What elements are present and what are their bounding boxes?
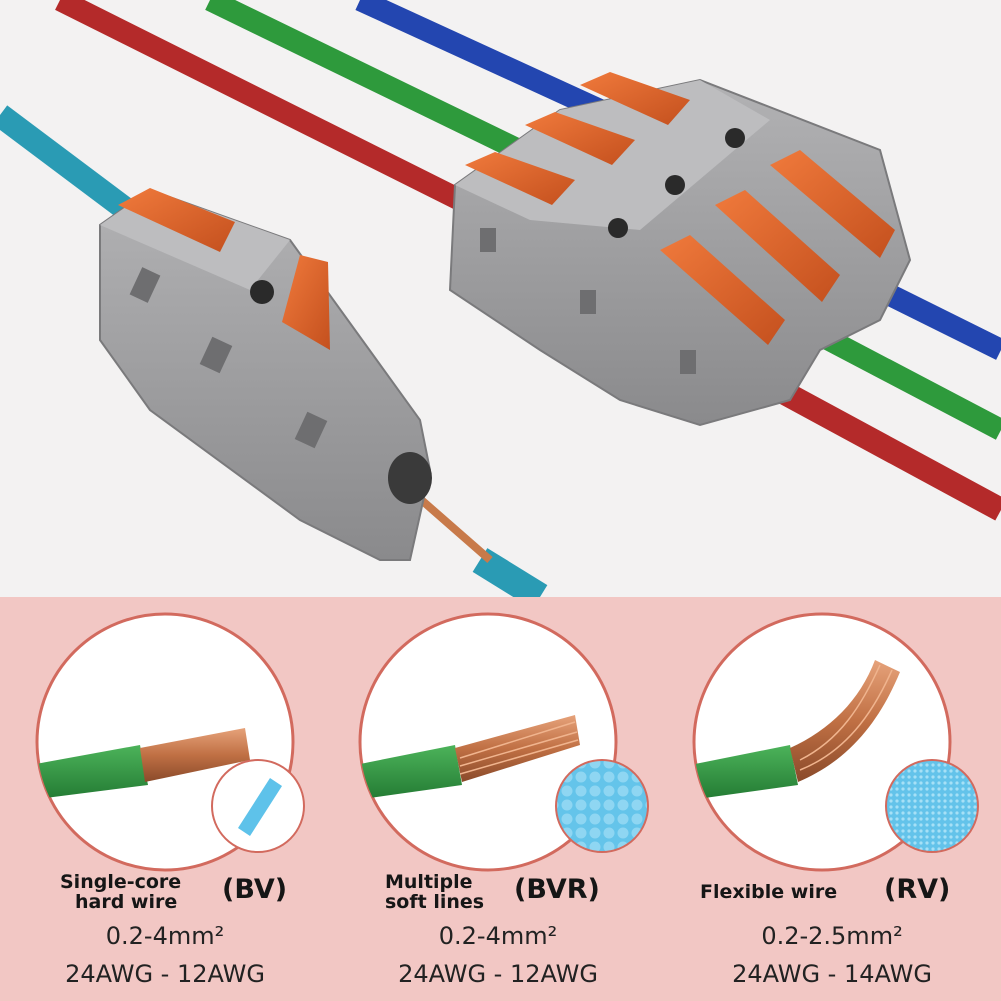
cross-section-range: 0.2-4mm² <box>438 922 558 950</box>
wire-type-label-line2: hard wire <box>75 891 178 913</box>
awg-range: 24AWG - 12AWG <box>398 960 598 988</box>
connector-body <box>99 188 432 561</box>
side-slot <box>480 228 496 252</box>
wire-type-label-line2: soft lines <box>385 891 485 913</box>
wire-sample-stranded <box>358 612 649 872</box>
solid-core-icon <box>238 778 282 836</box>
lever-flat <box>465 152 575 205</box>
lever-raised <box>770 150 895 258</box>
wire-sample-flexible <box>692 612 979 872</box>
lever-raised <box>660 235 785 345</box>
wire-type-code: (BV) <box>222 874 288 905</box>
cross-section-range: 0.2-2.5mm² <box>761 922 903 950</box>
single-connector <box>99 188 432 561</box>
green-insulation <box>37 745 148 800</box>
lever-flat <box>525 112 635 165</box>
wire-type-label-line1: Single-core <box>60 871 182 893</box>
wire-type-label-line1: Multiple <box>385 871 473 893</box>
copper-strands <box>455 715 580 782</box>
side-slot <box>294 411 328 449</box>
wire-entry-hole <box>388 452 432 504</box>
wire-type-code: (BVR) <box>514 874 600 905</box>
lever-flat <box>118 188 235 252</box>
wire-sample-solid <box>35 612 305 872</box>
wire-teal-out <box>472 548 548 609</box>
green-insulation <box>360 745 462 800</box>
side-slot <box>199 336 233 374</box>
wire-green-out <box>814 325 1001 440</box>
wire-blue <box>355 0 605 120</box>
green-insulation <box>694 745 798 800</box>
side-slot <box>580 290 596 314</box>
wire-teal <box>0 105 148 230</box>
side-slot <box>680 350 696 374</box>
copper-fan <box>790 660 900 782</box>
wire-blue-out <box>875 280 1001 360</box>
wire-type-code: (RV) <box>884 874 951 905</box>
side-slot <box>129 267 161 303</box>
wire-green <box>205 0 565 180</box>
wire-type-label-line1: Flexible wire <box>700 881 838 903</box>
cross-section-range: 0.2-4mm² <box>105 922 225 950</box>
test-hole <box>250 280 274 304</box>
test-hole <box>665 175 685 195</box>
copper-core <box>140 728 250 782</box>
awg-range: 24AWG - 12AWG <box>65 960 265 988</box>
test-hole <box>608 218 628 238</box>
cross-section <box>885 759 979 853</box>
awg-range: 24AWG - 14AWG <box>732 960 932 988</box>
test-hole <box>725 128 745 148</box>
lever-flat <box>580 72 690 125</box>
wire-red <box>55 0 525 240</box>
triple-connector <box>448 72 912 427</box>
lever-raised <box>715 190 840 302</box>
wire-red-out <box>764 374 1001 521</box>
cross-section <box>555 759 649 853</box>
lever-raised <box>282 255 330 350</box>
